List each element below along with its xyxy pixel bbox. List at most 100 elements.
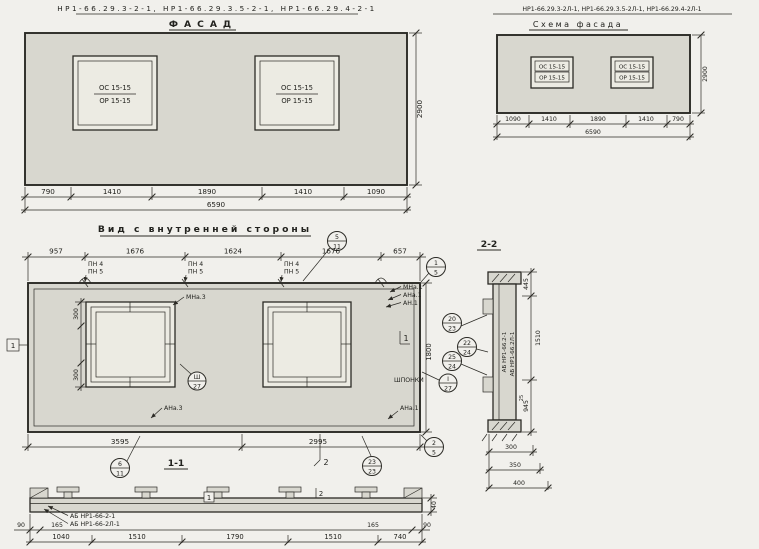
dim-label: 165	[51, 522, 63, 529]
callout-top: 5	[335, 234, 339, 241]
element-label: АБ НР1-66-2Л-1	[70, 521, 120, 528]
dim-label: 1676	[126, 247, 145, 256]
pn-label: ПН 5	[188, 269, 203, 276]
element-label: АБ НР1-66-2-1	[70, 513, 115, 520]
svg-text:1: 1	[11, 341, 16, 350]
cut-mark-2: 2	[319, 490, 323, 498]
lifting-loop	[78, 277, 92, 284]
callout-top: 23	[368, 459, 376, 466]
section-foot	[487, 419, 522, 433]
dim-label: 1890	[590, 116, 606, 123]
callout-bottom: 27	[193, 384, 201, 391]
pn-label: ПН 5	[284, 269, 299, 276]
dim-label: 1410	[638, 116, 654, 123]
dim-label: 1040	[52, 533, 69, 541]
facade-window-1: ОС 15-15 ОР 15-15	[72, 55, 158, 131]
callout-5-11: 5 11	[327, 231, 347, 251]
dim-label: 740	[394, 533, 407, 541]
window-label: ОС 15-15	[99, 84, 131, 92]
facade-title: НР1-66.29.3-2-1, НР1-66.29.3.5-2-1, НР1-…	[57, 4, 377, 13]
dim-label: 2900	[415, 99, 424, 118]
dim-label: 790	[41, 187, 55, 196]
section-1-1-title: 1-1	[168, 458, 185, 469]
pn-label: ПН 5	[88, 269, 103, 276]
window-label: ОР 15-15	[539, 76, 565, 82]
callout-bottom: 23	[448, 326, 456, 333]
dim-label: 3595	[111, 437, 129, 446]
dim-label: 790	[672, 116, 684, 123]
pn-label: ПН 4	[188, 261, 203, 268]
callout-bottom: 24	[448, 364, 456, 371]
lifting-loop	[374, 277, 388, 284]
callout-bottom: 24	[463, 350, 471, 357]
dim-label: 1790	[226, 533, 243, 541]
section-2-2: 2-2 АБ НР1-66.2-1 АБ НР1-66.2Л-1 445 151…	[442, 239, 552, 492]
section-slab	[29, 497, 423, 513]
section-1-1: 1 2 АБ НР1-66-2-1 АБ НР1-66-2Л-1 40 90 1…	[14, 486, 438, 546]
element-label: АБ НР1-66.2Л-1	[510, 331, 516, 376]
dim-label: 400	[513, 480, 525, 487]
callout-top: 1	[434, 260, 438, 267]
dim-label: 1890	[198, 187, 217, 196]
pn-label: ПН 4	[284, 261, 299, 268]
facade-view: НР1-66.29.3-2-1, НР1-66.29.3.5-2-1, НР1-…	[21, 4, 424, 214]
section-ribs	[56, 486, 378, 499]
dim-label: 445	[523, 278, 530, 290]
section-2-2-title: 2-2	[481, 239, 498, 250]
dim-label: 2900	[702, 66, 709, 82]
inner-view: Вид с внутренней стороны 5 11 957 1676 1…	[6, 224, 458, 478]
window-label: ОС 15-15	[539, 65, 566, 71]
dim-label: 957	[49, 247, 63, 256]
dim-label: 1800	[425, 343, 433, 360]
inner-title: Вид с внутренней стороны	[98, 224, 312, 235]
dim-label: 1410	[103, 187, 122, 196]
anchor-label: МНа.3	[186, 294, 206, 301]
callout-top: 25	[448, 354, 456, 361]
callout-22-24: 22 24	[457, 337, 477, 357]
element-label: АБ НР1-66.2-1	[502, 331, 508, 372]
cut-mark-1-box	[203, 491, 215, 503]
dim-label: 300	[73, 369, 80, 381]
dim-label: 6590	[585, 129, 601, 136]
callout-top: 20	[448, 316, 456, 323]
callout-top: 2	[432, 440, 436, 447]
anchor-label: АН.1	[403, 300, 418, 307]
dim-label: 1510	[324, 533, 341, 541]
scheme-subtitle: Схема фасада	[533, 20, 623, 29]
pn-labels-1: ПН 4 ПН 5	[83, 261, 103, 283]
scheme-view: НР1-66.29.3-2Л-1, НР1-66.29.3.5-2Л-1, НР…	[493, 6, 732, 141]
inner-window-1	[85, 301, 176, 388]
window-label: ОР 15-15	[281, 97, 312, 105]
dim-label: 165	[367, 522, 379, 529]
callout-2-5: 2 5	[424, 437, 444, 457]
callout-bottom: 27	[444, 386, 452, 393]
dim-label: 2995	[309, 437, 327, 446]
anchor-label: АНа.3	[164, 405, 183, 412]
facade-window-2: ОС 15-15 ОР 15-15	[254, 55, 340, 131]
cut-mark-2: 2	[323, 458, 328, 467]
callout-top: 22	[463, 340, 471, 347]
dim-label: 90	[423, 522, 431, 529]
anchor-label: АНа.1	[403, 292, 422, 299]
callout-III-27: Ш 27	[187, 371, 207, 391]
callout-bottom: 11	[333, 244, 341, 251]
dim-label: 1410	[541, 116, 557, 123]
inner-window-2	[262, 301, 352, 388]
scheme-window-1: ОС 15-15 ОР 15-15	[530, 56, 574, 89]
anchor-label: МНа.1	[403, 284, 423, 291]
anchor-label: АНа.1	[400, 405, 419, 412]
dim-label: 1624	[224, 247, 243, 256]
cut-mark-1: 1	[207, 494, 211, 502]
dim-label: 945	[523, 400, 530, 412]
svg-text:1: 1	[403, 334, 408, 343]
callout-bottom: 23	[368, 469, 376, 476]
facade-subtitle: ФАСАД	[169, 19, 237, 30]
callout-bottom: 5	[432, 450, 436, 457]
dim-label: 25	[519, 395, 525, 401]
dim-label: 1090	[367, 187, 386, 196]
pn-labels-2: ПН 4 ПН 5	[183, 261, 203, 283]
dim-label: 6590	[207, 200, 226, 209]
scheme-panel	[496, 34, 691, 114]
callout-top: 6	[118, 461, 122, 468]
